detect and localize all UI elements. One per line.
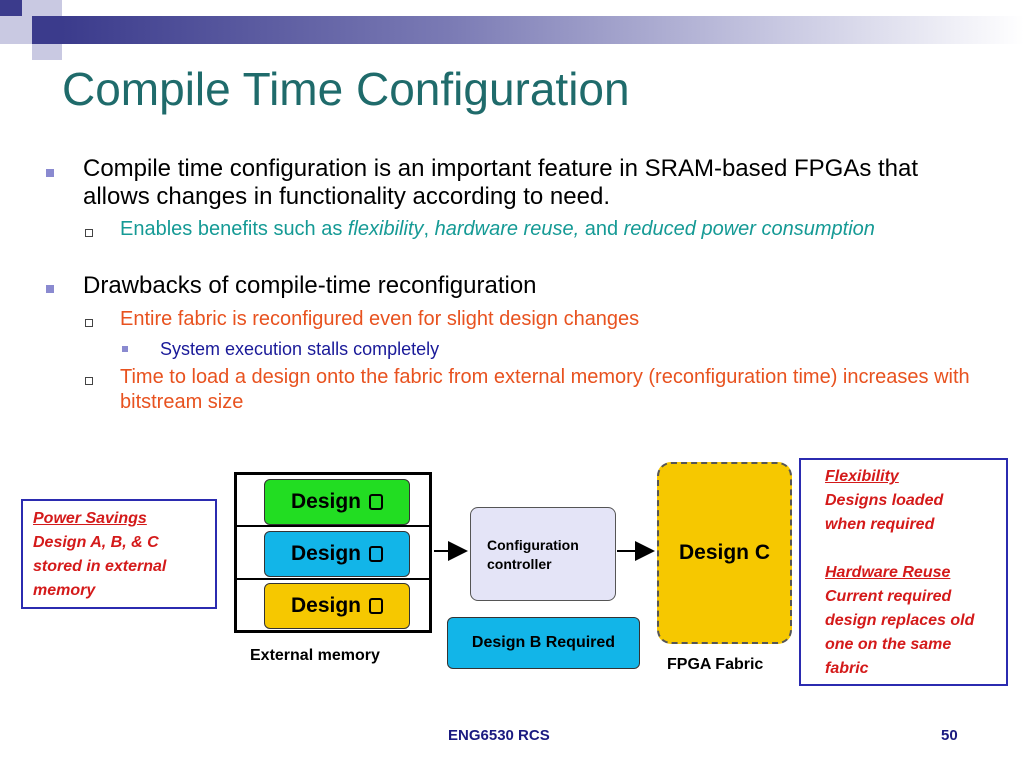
memory-design-slot: Design [264, 583, 410, 629]
slide-title: Compile Time Configuration [62, 63, 630, 115]
bullet-2-sub-1: Entire fabric is reconfigured even for s… [120, 308, 640, 330]
decor-square [32, 44, 62, 60]
power-savings-text: Design A, B, & C stored in external memo… [33, 534, 167, 599]
bullet-1: Compile time configuration is an importa… [83, 155, 919, 210]
bullet-marker [46, 285, 54, 293]
external-memory-label: External memory [250, 647, 380, 664]
fpga-fabric: Design C [657, 462, 792, 644]
design-slot-label: Design [290, 542, 361, 565]
fabric-design-label: Design C [678, 541, 770, 564]
sub-bullet-marker [85, 229, 93, 237]
power-savings-note: Power Savings Design A, B, & C stored in… [21, 499, 217, 609]
sub-bullet-marker [85, 319, 93, 327]
sub-bullet-marker [85, 377, 93, 385]
footer-page-number: 50 [941, 727, 958, 744]
square-icon [369, 598, 383, 614]
design-required-box: Design B Required [447, 617, 640, 669]
bullet-marker [46, 169, 54, 177]
spacer [825, 537, 982, 561]
square-icon [369, 494, 383, 510]
power-savings-heading: Power Savings [33, 510, 147, 527]
sub-sub-bullet-marker [122, 346, 128, 352]
decor-square [0, 16, 32, 44]
bullet-2-sub-1-sub: System execution stalls completely [160, 339, 440, 359]
decor-square [32, 16, 62, 44]
memory-divider [237, 525, 429, 527]
square-icon [369, 546, 383, 562]
memory-design-slot: Design [264, 479, 410, 525]
header-gradient-bar [62, 16, 1024, 44]
configuration-controller: Configuration controller [470, 507, 616, 601]
hardware-reuse-heading: Hardware Reuse [825, 564, 951, 581]
hardware-reuse-text: Current required design replaces old one… [825, 588, 975, 677]
decor-square [0, 0, 22, 16]
design-slot-label: Design [290, 490, 361, 513]
external-memory-block: Design Design Design [234, 472, 432, 633]
design-slot-label: Design [290, 594, 361, 617]
flexibility-reuse-note: Flexibility Designs loaded when required… [799, 458, 1008, 686]
memory-divider [237, 578, 429, 580]
flexibility-heading: Flexibility [825, 468, 899, 485]
bullet-2: Drawbacks of compile-time reconfiguratio… [83, 272, 537, 299]
flexibility-text: Designs loaded when required [825, 492, 944, 533]
bullet-2-sub-2: Time to load a design onto the fabric fr… [120, 366, 970, 413]
footer-course: ENG6530 RCS [448, 727, 550, 744]
fpga-fabric-label: FPGA Fabric [667, 656, 764, 673]
decor-square [22, 0, 62, 16]
memory-design-slot: Design [264, 531, 410, 577]
bullet-1-sub: Enables benefits such as flexibility, ha… [120, 218, 875, 240]
